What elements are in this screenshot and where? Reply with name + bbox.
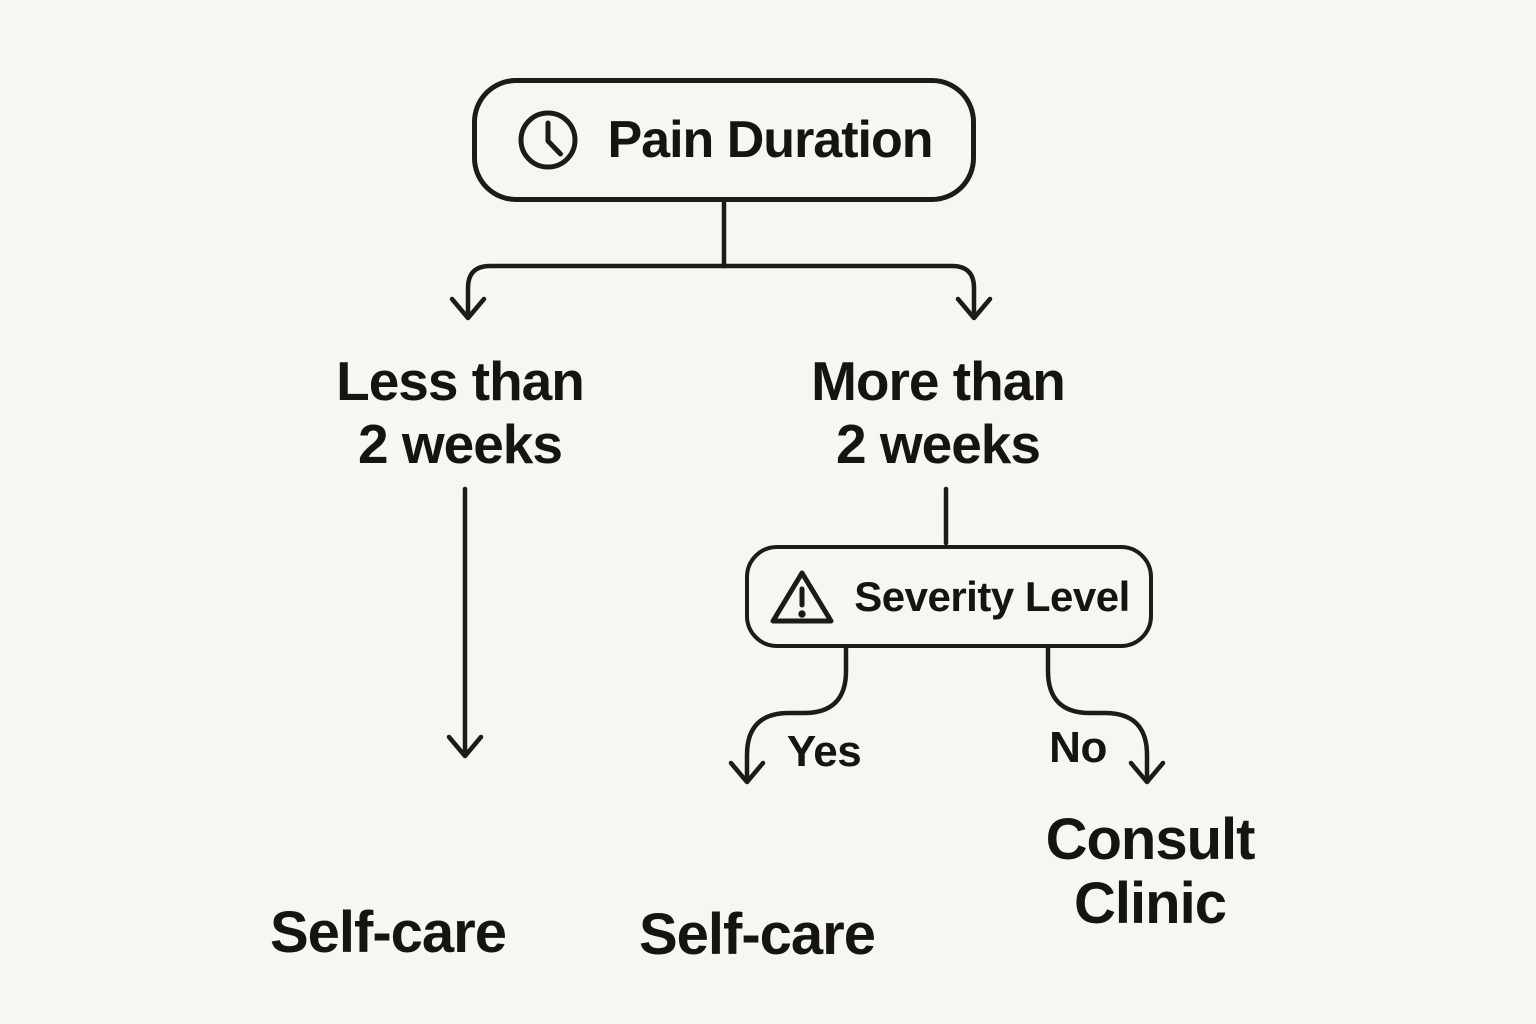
node-pain-duration: Pain Duration	[472, 78, 976, 202]
arrowhead-yes	[728, 760, 766, 785]
arrowhead-left-selfcare	[446, 734, 484, 759]
clock-icon	[515, 107, 581, 173]
arrowhead-no	[1128, 760, 1166, 785]
outcome-selfcare-left: Self-care	[269, 900, 507, 965]
warning-triangle-icon	[768, 566, 836, 628]
arrowhead-right-branch	[955, 296, 993, 321]
condition-more-than-2-weeks: More than 2 weeks	[811, 350, 1066, 475]
node-severity-level: Severity Level	[745, 545, 1153, 648]
edge-severity-no	[1045, 646, 1150, 780]
condition-less-than-2-weeks: Less than 2 weeks	[336, 350, 585, 475]
edge-label-yes: Yes	[786, 727, 862, 776]
edge-root-to-left	[465, 263, 727, 315]
edge-label-no: No	[1049, 723, 1107, 772]
outcome-consult-clinic: Consult Clinic	[1045, 807, 1256, 936]
person-icon	[320, 795, 416, 891]
outcome-selfcare-middle: Self-care	[638, 902, 876, 967]
edge-severity-yes	[744, 646, 849, 780]
person-icon	[701, 812, 787, 896]
node-pain-duration-label: Pain Duration	[607, 111, 933, 169]
arrowhead-left-branch	[449, 296, 487, 321]
node-severity-level-label: Severity Level	[854, 572, 1130, 620]
edge-root-to-right	[721, 263, 977, 315]
